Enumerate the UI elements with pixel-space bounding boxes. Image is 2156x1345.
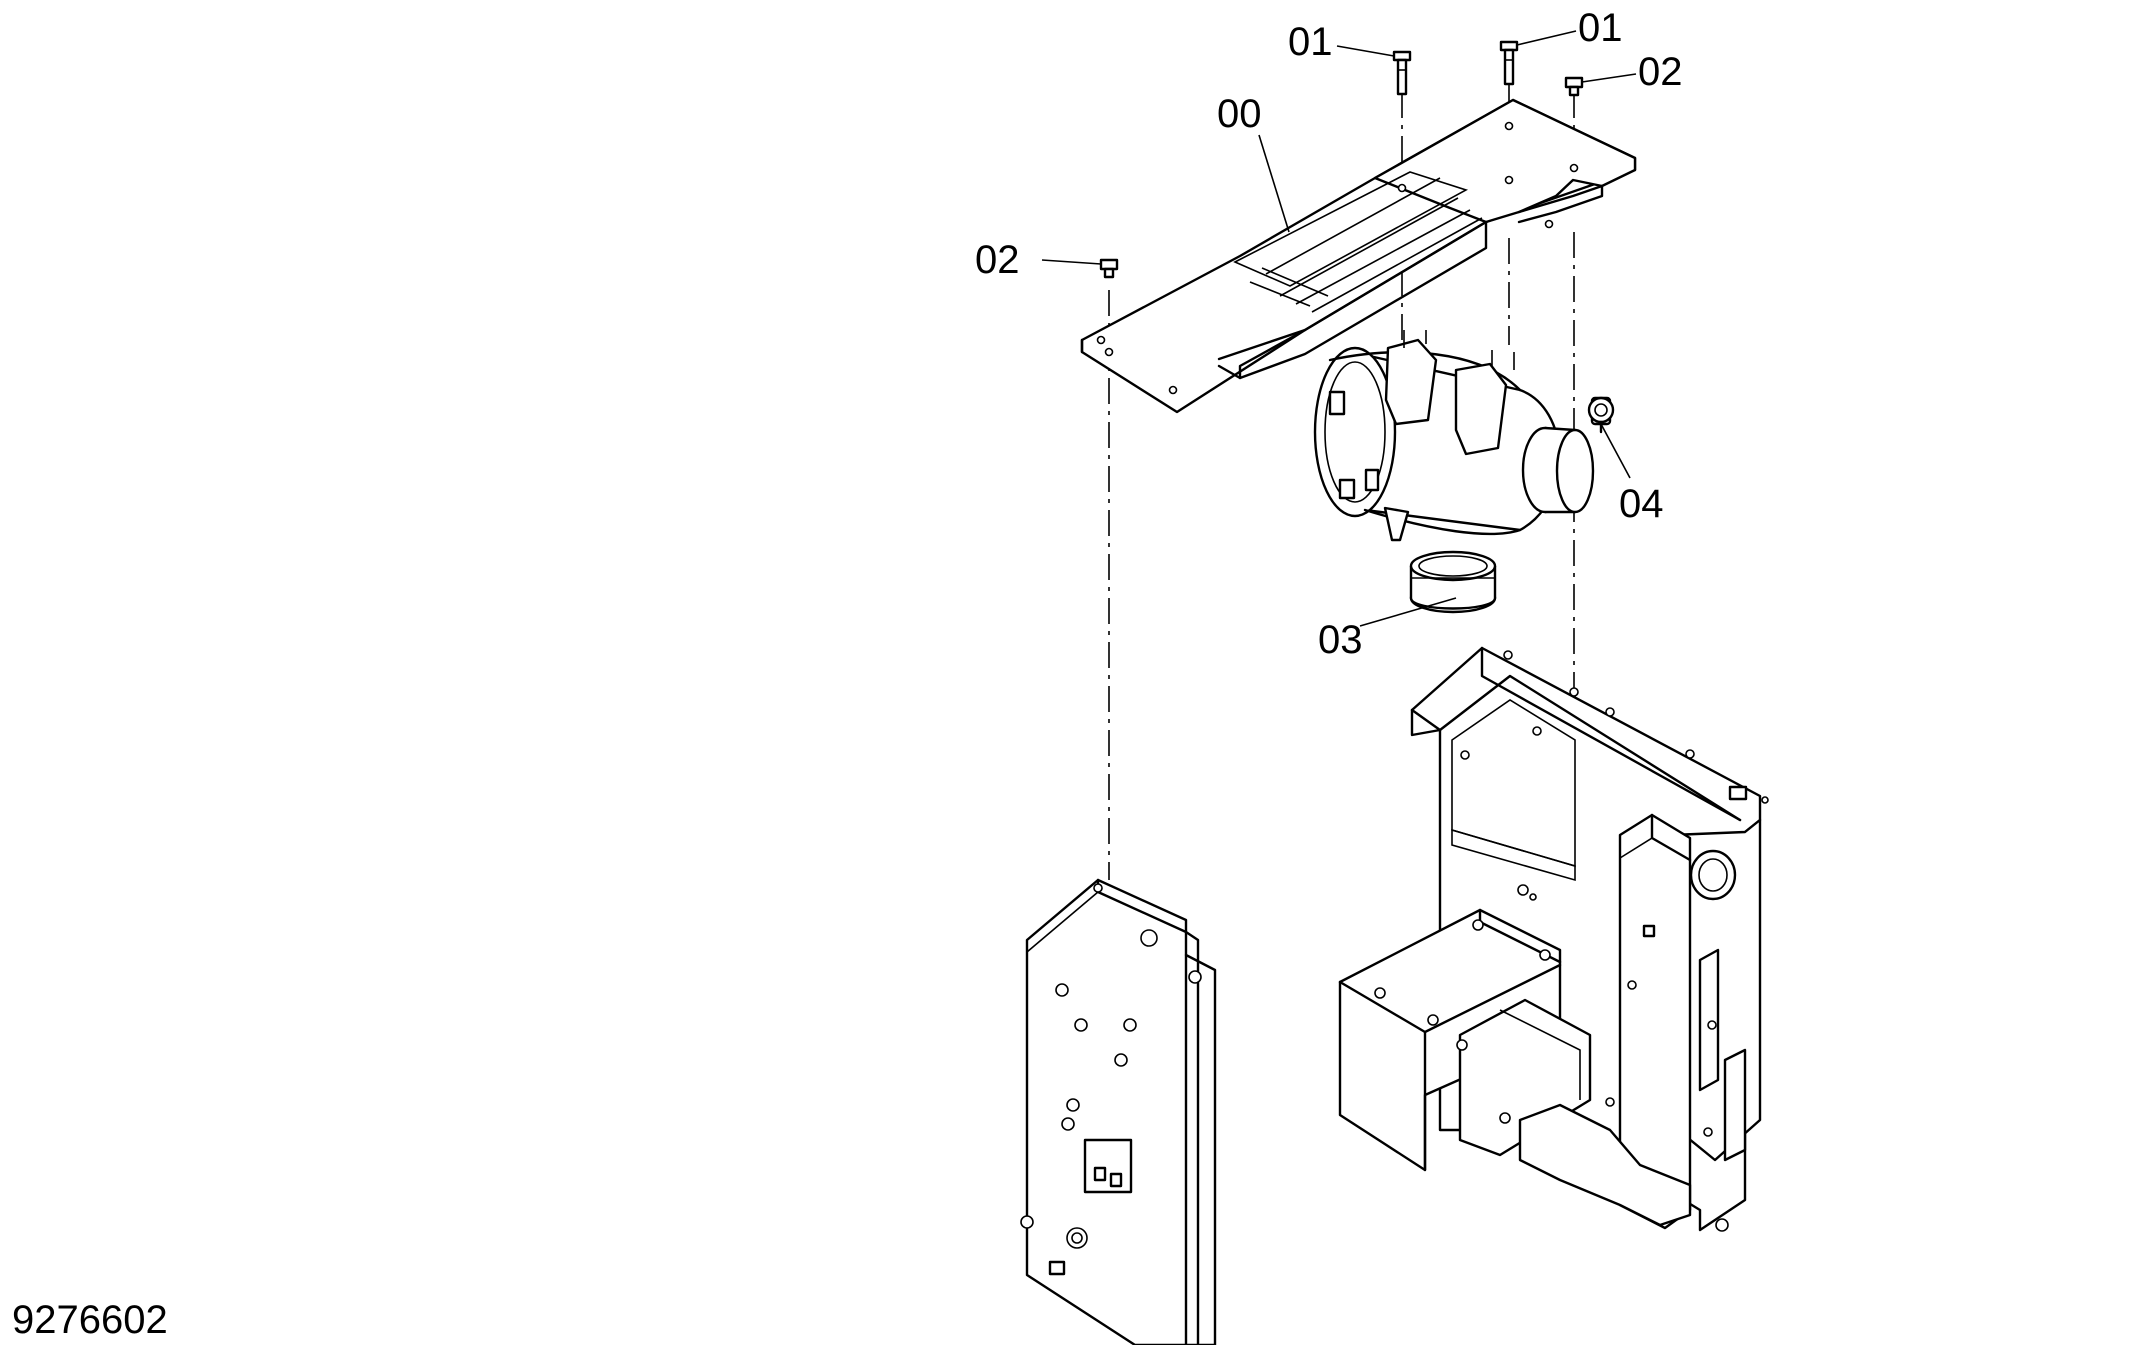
sensor-icon: [1587, 396, 1615, 434]
callout-clamp-ring: 03: [1318, 618, 1363, 662]
screw-right-icon: [1564, 76, 1584, 97]
callout-bolt-left: 01: [1288, 20, 1333, 64]
drawing-id: 9276602: [12, 1298, 168, 1342]
callout-bracket: 00: [1217, 92, 1262, 136]
callout-sensor: 04: [1619, 482, 1664, 526]
callout-bolt-right: 01: [1578, 6, 1623, 50]
side-panel-left: [1020, 878, 1217, 1345]
cylinder-assembly: [1313, 330, 1595, 542]
bolt-right-icon: [1499, 40, 1519, 86]
bracket-plate: [1080, 98, 1637, 414]
screw-left-icon: [1099, 258, 1119, 279]
bolt-left-icon: [1392, 50, 1412, 96]
callout-screw-right: 02: [1638, 50, 1683, 94]
leader-lines: [1041, 30, 1637, 627]
clamp-ring-icon: [1409, 550, 1497, 614]
frame-housing: [1338, 646, 1769, 1232]
callout-screw-left: 02: [975, 238, 1020, 282]
